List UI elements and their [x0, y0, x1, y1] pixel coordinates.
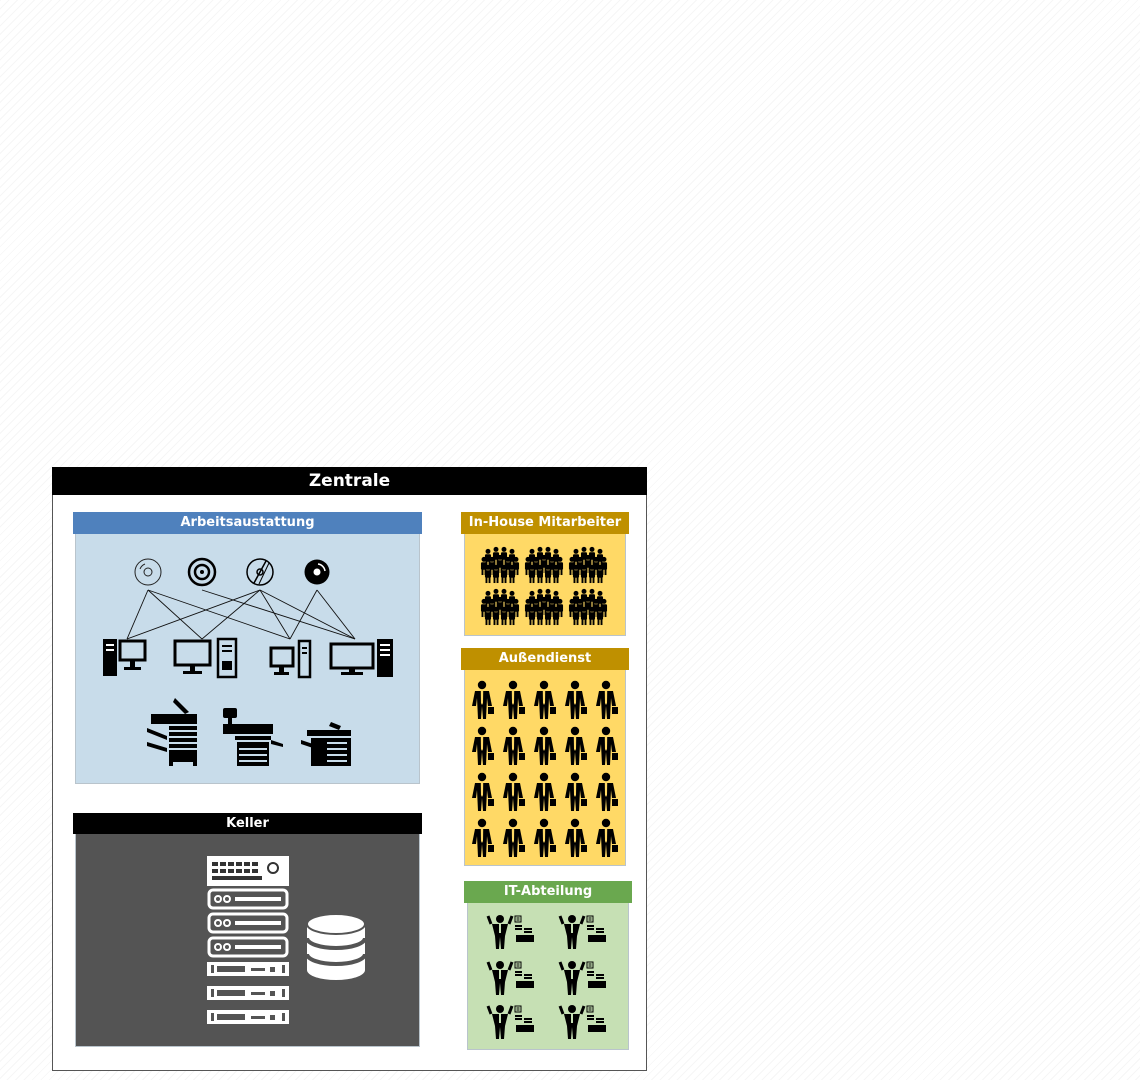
- businessman-icon: [596, 726, 618, 765]
- large-copier-icon: [223, 708, 283, 766]
- it-header: IT-Abteilung: [464, 881, 632, 903]
- database-icon: [305, 913, 367, 980]
- businessman-icon: [503, 680, 525, 719]
- arbeitsausstattung-diagram: [103, 557, 393, 766]
- businessman-icon: [534, 680, 556, 719]
- keller-header: Keller: [73, 813, 422, 834]
- businessman-icon: [534, 818, 556, 857]
- crowd-icon: [524, 588, 564, 626]
- crowd-icon: [568, 588, 608, 626]
- businessman-icon: [503, 818, 525, 857]
- businessman-icon: [472, 726, 494, 765]
- businessman-icon: [565, 726, 587, 765]
- aussendienst-header: Außendienst: [461, 648, 629, 670]
- businessman-icon: [472, 818, 494, 857]
- server-rack-icon: [207, 856, 289, 1024]
- businessman-icon: [534, 772, 556, 811]
- small-copier-icon: [301, 722, 351, 766]
- small-desktop-tower-icon: [269, 639, 312, 679]
- businessman-icon: [503, 726, 525, 765]
- crowd-icon: [480, 546, 520, 584]
- businessman-icon: [596, 680, 618, 719]
- cd-filled-icon: [304, 559, 330, 585]
- businessman-icon: [472, 772, 494, 811]
- businessman-icon: [596, 772, 618, 811]
- desktop-tower-right-icon: [173, 637, 238, 679]
- cd-ring-icon: [187, 557, 217, 587]
- it-worker-desk-icon: [486, 1005, 534, 1039]
- businessman-icon: [565, 772, 587, 811]
- businessman-icon: [534, 726, 556, 765]
- businessman-icon: [472, 680, 494, 719]
- it-worker-desk-icon: [558, 961, 606, 995]
- copier-icon: [147, 698, 197, 766]
- it-worker-desk-icon: [486, 915, 534, 949]
- crowd-icon: [524, 546, 564, 584]
- wide-monitor-tower-icon: [329, 639, 393, 677]
- it-worker-desk-icon: [558, 915, 606, 949]
- cd-outline-icon: [134, 558, 162, 586]
- crowd-icon: [568, 546, 608, 584]
- zentrale-title: Zentrale: [52, 467, 647, 495]
- it-worker-desk-icon: [558, 1005, 606, 1039]
- keller-diagram: [207, 856, 367, 1024]
- connection-lines: [126, 589, 356, 640]
- crowd-icon: [480, 588, 520, 626]
- businessman-icon: [596, 818, 618, 857]
- businessman-icon: [503, 772, 525, 811]
- it-worker-desk-icon: [486, 961, 534, 995]
- aussendienst-workers: [472, 680, 618, 857]
- businessman-icon: [565, 680, 587, 719]
- cd-striped-icon: [246, 558, 274, 586]
- inhouse-crowds: [480, 546, 608, 626]
- businessman-icon: [565, 818, 587, 857]
- desktop-tower-left-icon: [103, 639, 147, 676]
- inhouse-header: In-House Mitarbeiter: [461, 512, 629, 534]
- arbeitsausstattung-header: Arbeitsaustattung: [73, 512, 422, 534]
- it-staff: [486, 915, 606, 1039]
